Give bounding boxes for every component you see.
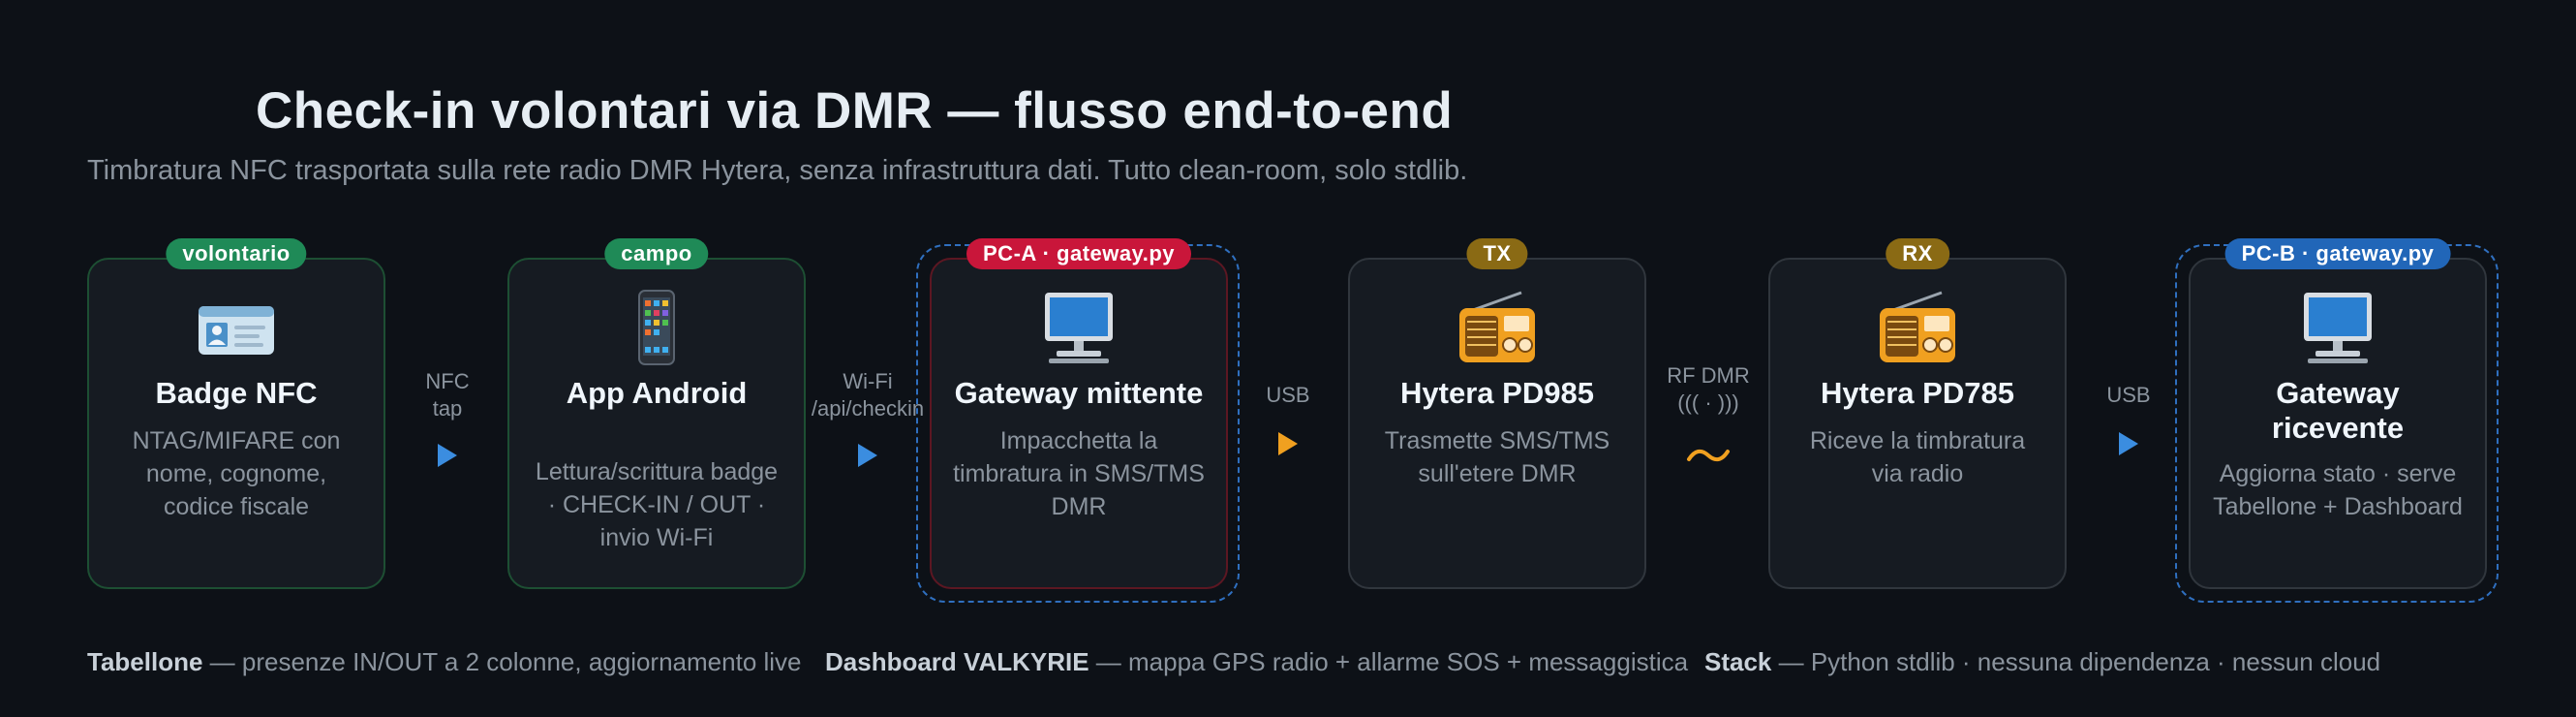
node-badge-nfc: volontario Badge NFC NTAG/MIFARE con nom… [87,238,385,589]
connector-label: USB [1266,383,1310,407]
diagram-title: Check-in volontari via DMR — flusso end-… [256,82,1454,140]
connector-label: NFC tap [425,369,470,421]
node-description: NTAG/MIFARE con nome, cognome, codice fi… [132,427,341,520]
node-description: Riceve la timbratura via radio [1809,427,2026,487]
node-description: Impacchetta la timbratura in SMS/TMS DMR [953,427,1205,520]
node-title: Gateway mittente [954,376,1204,410]
node-description: Lettura/scrittura badge · CHECK-IN / OUT… [535,458,779,551]
node-gateway-mittente: PC-A · gateway.py Gateway mittente Impac… [930,238,1228,589]
node-badge-label: campo [604,238,709,269]
arrow-right-icon [438,444,457,467]
rf-wave-icon [1687,449,1730,462]
node-title: Badge NFC [155,376,318,410]
radio-icon [1880,291,1955,362]
computer-icon [1045,293,1113,363]
node-gateway-ricevente: PC-B · gateway.py Gateway ricevente Aggi… [2189,238,2487,589]
footer-note-dashboard: Dashboard VALKYRIE — mappa GPS radio + a… [825,647,1689,676]
node-title: Hytera PD985 [1400,376,1594,410]
arrow-right-icon [1278,432,1298,455]
node-badge-label: RX [1886,238,1949,269]
node-title: Hytera PD785 [1821,376,2014,410]
node-description: Trasmette SMS/TMS sull'etere DMR [1384,427,1610,487]
diagram-subtitle: Timbratura NFC trasportata sulla rete ra… [87,155,1468,186]
node-hytera-pd985: TX Hytera PD985 Trasmette SMS/TMS sull'e… [1348,238,1646,589]
node-description: Aggiorna stato · serve Tabellone + Dashb… [2213,460,2463,520]
node-badge-label: volontario [166,238,307,269]
connector-label: Wi-Fi /api/checkin [811,369,925,421]
node-badge-label: TX [1466,238,1528,269]
smartphone-icon [638,290,675,365]
footer-note-stack: Stack — Python stdlib · nessuna dipenden… [1704,647,2381,676]
connector-label: RF DMR ((( · ))) [1667,363,1750,415]
radio-icon [1459,291,1535,362]
node-title: Gateway ricevente [2271,376,2405,445]
node-hytera-pd785: RX Hytera PD785 Riceve la timbratura via… [1768,238,2067,589]
arrow-right-icon [2119,432,2138,455]
node-app-android: campo App Android Lettura/scrittura badg… [507,238,806,589]
connector-label: USB [2106,383,2151,407]
id-card-icon [199,306,274,355]
computer-icon [2304,293,2372,363]
node-badge-label: PC-A · gateway.py [966,238,1191,269]
node-title: App Android [566,376,748,410]
arrow-right-icon [858,444,877,467]
footer-note-tabellone: Tabellone — presenze IN/OUT a 2 colonne,… [87,647,802,676]
node-badge-label: PC-B · gateway.py [2224,238,2451,269]
